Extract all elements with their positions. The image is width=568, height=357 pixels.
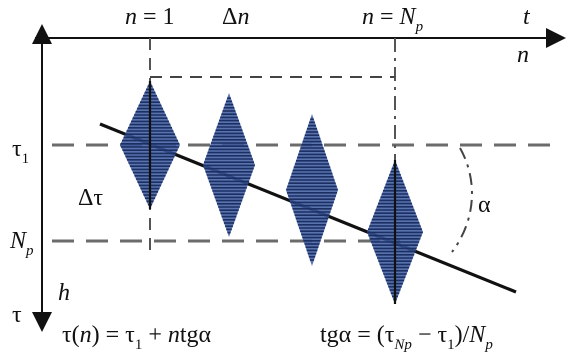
label-n-eq-np: n = Np — [362, 4, 424, 35]
pulse-2 — [203, 93, 255, 237]
label-h: h — [58, 280, 70, 306]
label-t-axis: t — [523, 4, 531, 30]
pulse-group — [120, 81, 423, 304]
label-delta-n: Δn — [222, 4, 249, 30]
label-delta-tau: Δτ — [78, 185, 103, 211]
pulse-3 — [286, 114, 338, 266]
label-n-eq-1: n = 1 — [125, 4, 175, 30]
formula-tau-n: τ(n) = τ1 + ntgα — [62, 322, 212, 353]
label-np: Np — [9, 228, 34, 259]
formula-tg-alpha: tgα = (τNp − τ1)/Np — [320, 322, 493, 353]
label-tau1: τ1 — [12, 136, 29, 167]
pulse-1 — [120, 81, 180, 209]
label-tau-axis: τ — [12, 302, 22, 328]
label-n-axis: n — [517, 42, 529, 68]
alpha-angle-arc — [451, 147, 473, 253]
label-alpha: α — [478, 192, 491, 218]
pulse-4 — [367, 160, 423, 304]
